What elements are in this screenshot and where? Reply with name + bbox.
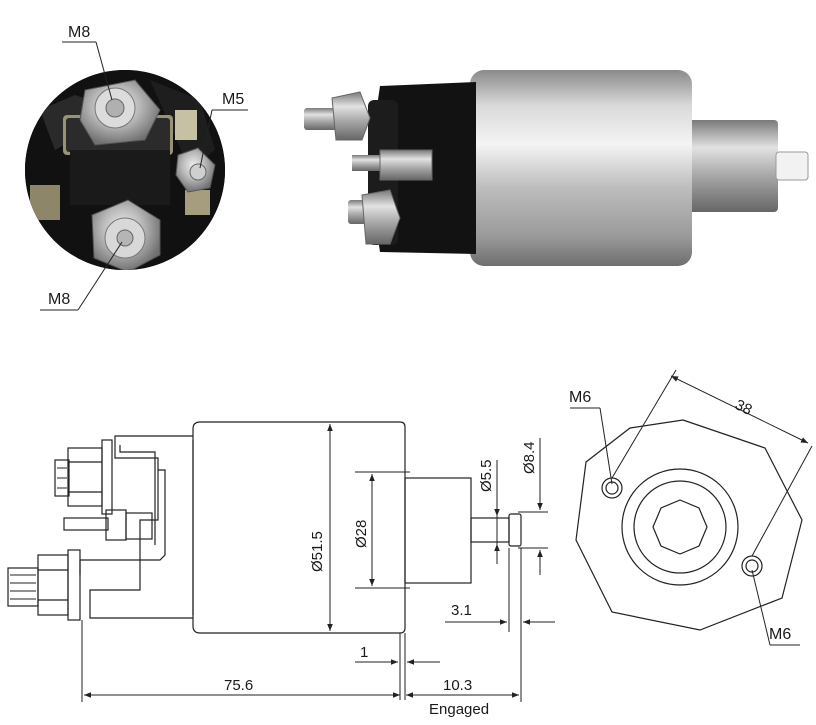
side-view-photo — [304, 70, 809, 266]
dim-diameter-5-5: Ø5.5 — [478, 459, 495, 492]
label-m8-bottom: M8 — [48, 291, 70, 308]
side-technical-drawing — [7, 421, 555, 702]
end-view-photo — [25, 41, 248, 311]
dim-3-1: 3.1 — [451, 602, 472, 619]
dim-diameter-28: Ø28 — [353, 520, 370, 548]
dim-length-75-6: 75.6 — [224, 677, 253, 694]
dim-engaged: Engaged — [429, 701, 489, 718]
dim-diameter-51-5: Ø51.5 — [309, 531, 326, 572]
label-m6-bottom: M6 — [769, 626, 791, 643]
dim-hole-spacing-38: 38 — [732, 396, 754, 419]
dim-diameter-8-4: Ø8.4 — [521, 441, 538, 474]
label-m8-top: M8 — [68, 24, 90, 41]
dim-gap-1: 1 — [360, 644, 368, 661]
label-m6-top: M6 — [569, 389, 591, 406]
label-m5: M5 — [222, 91, 244, 108]
front-technical-drawing — [570, 369, 813, 646]
dim-length-10-3: 10.3 — [443, 677, 472, 694]
